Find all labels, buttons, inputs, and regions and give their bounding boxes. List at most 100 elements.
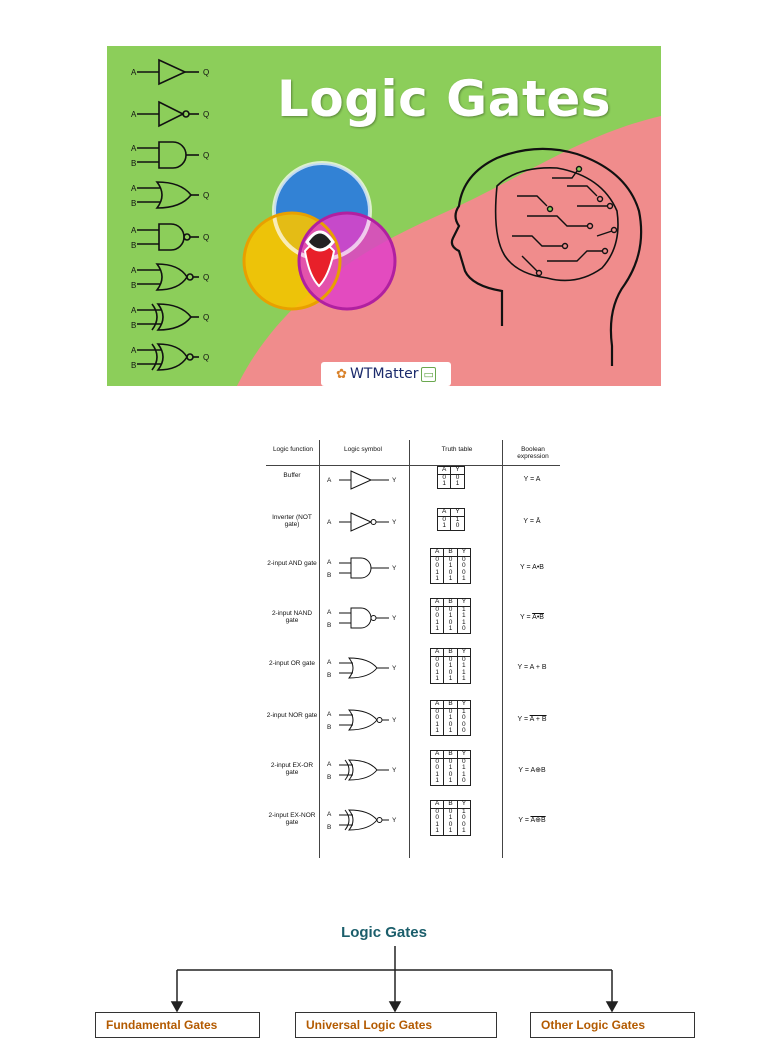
nand-gate-symbol-icon: [339, 607, 389, 629]
tree-box-label: Fundamental Gates: [106, 1018, 218, 1032]
truth-table-cell: 1: [462, 707, 466, 715]
banner-pin-label: A: [131, 68, 137, 77]
xnor-gate-symbol-icon: [339, 809, 389, 831]
truth-table-cell: 0: [462, 655, 466, 663]
and-gate-symbol-icon: [339, 557, 389, 579]
truth-table-header: B: [443, 750, 458, 759]
banner-pin-label: B: [131, 361, 136, 370]
banner-pin-label: A: [131, 346, 137, 355]
truth-table-cell: 1: [430, 675, 445, 683]
gate-pin-label: A: [327, 559, 332, 566]
gate-pin-label: B: [327, 824, 331, 831]
truth-table-cell: 0: [437, 516, 452, 523]
gate-pin-label: B: [327, 724, 331, 731]
truth-table-header: A: [430, 548, 445, 557]
truth-table-header: A: [430, 648, 445, 657]
brand-name: WTMatter: [350, 366, 419, 382]
header-logic-function: Logic function: [272, 446, 314, 453]
gate-pin-label: B: [327, 622, 331, 629]
truth-table-header: Y: [457, 598, 471, 607]
header-logic-symbol: Logic symbol: [344, 446, 382, 453]
banner-pin-label: B: [131, 321, 136, 330]
gate-pin-label: Y: [392, 767, 397, 774]
truth-table-cell: 1: [462, 605, 466, 613]
banner-and-gate-icon: [137, 141, 199, 169]
truth-table-cell: 1: [443, 714, 458, 722]
gate-pin-label: Y: [392, 477, 397, 484]
truth-table-cell: 0: [443, 771, 458, 778]
truth-table-cell: 0: [462, 777, 466, 784]
truth-table-cell: 0: [430, 656, 445, 663]
truth-table-cell: 1: [430, 771, 445, 778]
truth-table-cell: 0: [455, 522, 460, 529]
banner-pin-label: A: [131, 266, 137, 275]
gate-function-name: Inverter (NOT gate): [272, 514, 312, 528]
truth-table-cell: 1: [437, 480, 452, 488]
truth-table-cell: 1: [443, 777, 458, 785]
gate-pin-label: A: [327, 761, 332, 768]
truth-table-header: Y: [457, 700, 471, 709]
gate-pin-label: B: [327, 572, 331, 579]
gate-function-name: 2-input OR gate: [269, 660, 315, 667]
tree-title: Logic Gates: [341, 924, 427, 941]
truth-table-cell: 1: [443, 662, 458, 670]
truth-table-cell: 1: [437, 522, 452, 530]
truth-table-cell: 1: [430, 777, 445, 785]
tree-box-label: Other Logic Gates: [541, 1018, 646, 1032]
banner-buffer-gate-icon: [137, 58, 199, 86]
logic-gate-table: Logic function Logic symbol Truth table …: [265, 438, 561, 858]
gate-pin-label: A: [327, 711, 332, 718]
banner-gate-symbols: [137, 58, 199, 371]
tree-box-other: Other Logic Gates: [530, 1012, 695, 1038]
banner-or-gate-icon: [137, 181, 199, 209]
truth-table-cell: 0: [430, 808, 445, 815]
truth-table-cell: 1: [443, 814, 458, 822]
truth-table-header: A: [430, 800, 445, 809]
truth-table-cell: 0: [430, 606, 445, 613]
truth-table-cell: 1: [462, 668, 466, 676]
boolean-expression: Y = A + B: [517, 716, 547, 723]
tree-box-universal: Universal Logic Gates: [295, 1012, 497, 1038]
gate-pin-label: Y: [392, 565, 397, 572]
banner-pin-label: Q: [203, 68, 209, 77]
tree-box-label: Universal Logic Gates: [306, 1018, 433, 1032]
banner-pin-label: Q: [203, 233, 209, 242]
truth-table-header: A: [430, 700, 445, 709]
truth-table-cell: 1: [462, 770, 466, 778]
truth-table-header: B: [443, 598, 458, 607]
banner-pin-label: A: [131, 110, 137, 119]
gate-pin-label: A: [327, 477, 332, 484]
truth-table-cell: 1: [462, 618, 466, 626]
gate-pin-label: A: [327, 609, 332, 616]
gate-function-name: 2-input EX-OR gate: [270, 762, 314, 776]
truth-table-header: A: [430, 598, 445, 607]
header-boolean-expression: Boolean expression: [517, 446, 549, 460]
gate-function-name: 2-input AND gate: [267, 560, 317, 567]
xor-gate-symbol-icon: [339, 759, 389, 781]
truth-table-header: Y: [450, 508, 465, 517]
truth-table-cell: 1: [430, 625, 445, 633]
truth-table-cell: 0: [462, 625, 466, 632]
truth-table-cell: 1: [443, 612, 458, 620]
table-divider-2: [409, 440, 410, 858]
truth-table-header: Y: [457, 548, 471, 557]
truth-table-cell: 1: [443, 727, 458, 735]
truth-table-cell: 0: [430, 662, 445, 670]
banner-title: Logic Gates: [277, 70, 612, 128]
truth-table-cell: 1: [462, 675, 466, 682]
truth-table-cell: 0: [443, 606, 458, 613]
gate-pin-label: A: [327, 519, 332, 526]
truth-table-cell: 1: [430, 619, 445, 626]
gate-pin-label: Y: [392, 519, 397, 526]
boolean-expression: Y = A•B: [520, 614, 544, 621]
truth-table-cell: 1: [443, 827, 458, 835]
boolean-expression: Y = A•B: [520, 564, 544, 571]
banner-pin-label: A: [131, 306, 137, 315]
gate-pin-label: A: [327, 811, 332, 818]
truth-table-cell: 1: [430, 727, 445, 735]
